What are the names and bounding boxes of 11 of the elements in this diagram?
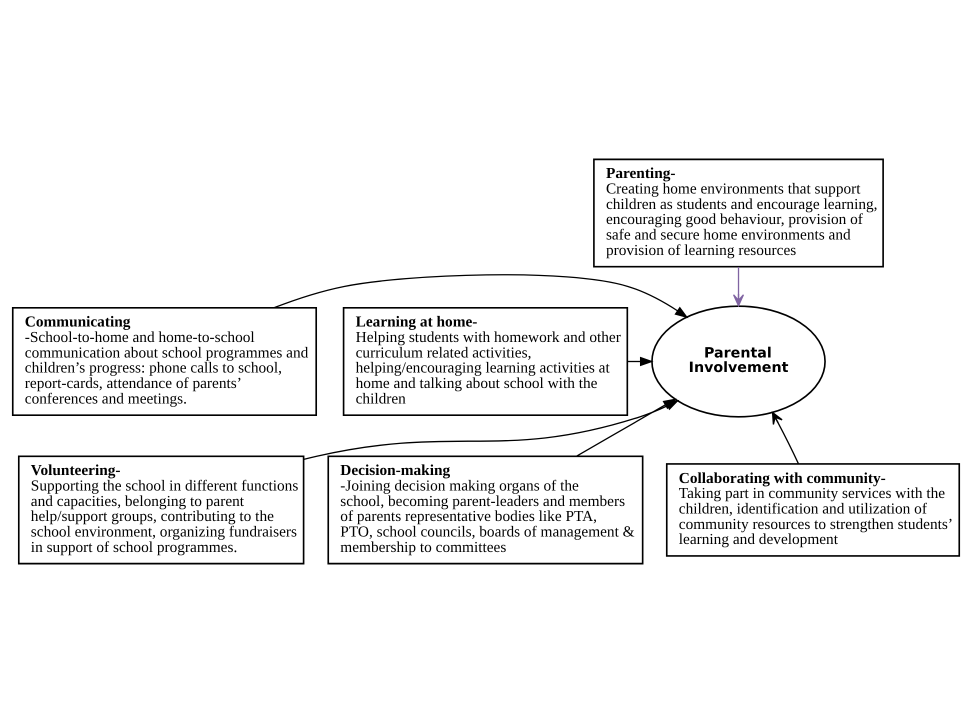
node-box: Learning at home- Helping students with homework and other curriculum related activities, helping/encouraging learning activities at home and talking about school with the children bbox=[342, 307, 628, 416]
node-box: Volunteering- Supporting the school in different functions and capacities, belonging to parent help/support groups, contributing to the school environment, organizing fundraisers in support of school programmes. bbox=[18, 455, 304, 564]
arrow bbox=[576, 398, 677, 457]
node-box: Decision-making -Joining decision making organs of the school, becoming parent-leaders and members of parents representative bodies like PTA, PTO, school councils, boards of management & membership to committees bbox=[327, 455, 644, 564]
node-box: Parenting- Creating home environments that support children as students and encourage learning, encouraging good behaviour, provision of safe and secure home environments and provision of learning resources bbox=[593, 158, 884, 268]
arrow bbox=[732, 266, 744, 306]
arrow bbox=[274, 274, 688, 318]
arrow bbox=[628, 356, 654, 366]
arrow bbox=[772, 412, 799, 464]
node-box: Collaborating with community- Taking part in community services with the children, identification and utilization of community resources to strengthen students’ learning and development bbox=[666, 463, 960, 557]
node-box: Communicating -School-to-home and home-to-school communication about school programmes and children’s progress: phone calls to school, report-cards, attendance of parents’ conferences and meetings. bbox=[12, 307, 318, 416]
